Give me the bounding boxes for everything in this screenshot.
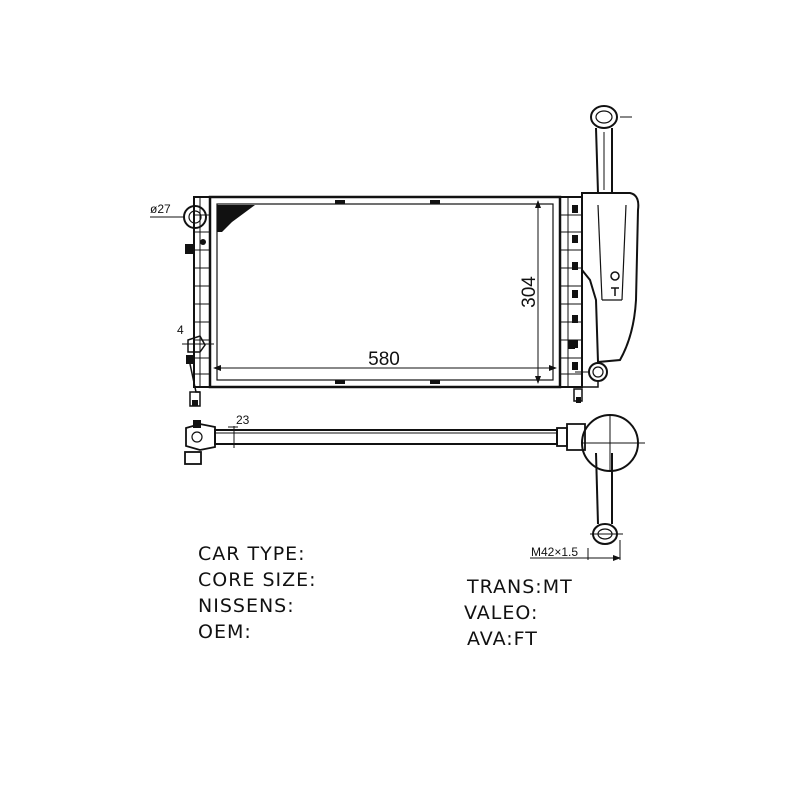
spec-oem: OEM:: [198, 621, 252, 643]
corner-bracket: [217, 205, 255, 232]
outlet-pipe: [588, 362, 608, 382]
front-view: [150, 105, 640, 407]
top-view: [184, 414, 645, 561]
spec-nissens: NISSENS:: [198, 595, 295, 617]
spec-ava: AVA:FT: [467, 628, 538, 650]
left-tank: [193, 196, 211, 388]
thread-label: M42×1.5: [531, 545, 578, 559]
core-thickness-label: 23: [236, 413, 250, 427]
pin-dimension-label: 4: [177, 323, 184, 337]
drain-fitting: [187, 335, 206, 353]
right-end-fitting: [566, 423, 586, 451]
filler-cap: [590, 105, 618, 129]
spec-trans: TRANS:MT: [467, 576, 573, 598]
expansion-tank: [581, 192, 640, 364]
core-inner: [216, 203, 554, 381]
spec-car-type: CAR TYPE:: [198, 543, 306, 565]
width-dimension-label: 580: [368, 349, 400, 370]
height-dimension-label: 304: [519, 276, 540, 308]
spec-core-size: CORE SIZE:: [198, 569, 317, 591]
inlet-diameter-label: ø27: [150, 202, 171, 216]
core-side-bar: [214, 429, 558, 445]
spec-valeo: VALEO:: [464, 602, 539, 624]
